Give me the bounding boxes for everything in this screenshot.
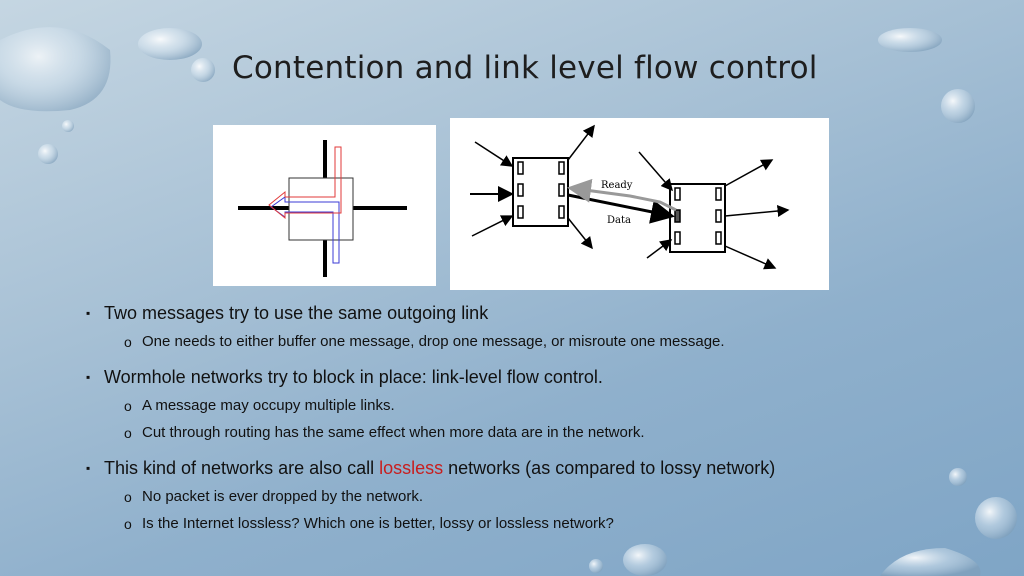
data-arrow: [567, 193, 675, 224]
sub-bullet-marker: o: [124, 334, 132, 350]
bullet-group-1: ▪ Two messages try to use the same outgo…: [86, 302, 1006, 352]
bullet-marker: ▪: [86, 370, 91, 384]
bullet-text: Two messages try to use the same outgoin…: [104, 303, 489, 323]
bullet-group-3: ▪ This kind of networks are also call lo…: [86, 457, 1006, 534]
flow-control-diagram: Ready Data: [450, 118, 829, 290]
bullet-text-before: This kind of networks are also call: [104, 458, 380, 478]
bullet-group-2: ▪ Wormhole networks try to block in plac…: [86, 366, 1006, 443]
sub-bullet-text: No packet is ever dropped by the network…: [142, 488, 423, 505]
ready-label: Ready: [601, 180, 633, 191]
sub-bullet-marker: o: [124, 398, 132, 414]
sub-bullet-marker: o: [124, 425, 132, 441]
blue-message-path: [270, 196, 340, 264]
sub-bullet-marker: o: [124, 516, 132, 532]
contention-diagram: [213, 125, 436, 286]
sub-bullet-marker: o: [124, 489, 132, 505]
sub-bullet-text: One needs to either buffer one message, …: [142, 333, 725, 350]
slide-title: Contention and link level flow control: [232, 50, 818, 86]
red-message-path: [268, 146, 342, 220]
bullet-list: ▪ Two messages try to use the same outgo…: [86, 302, 1006, 548]
bullet-marker: ▪: [86, 461, 91, 475]
ready-arrow: [567, 178, 677, 212]
router-box: [288, 177, 354, 241]
sub-bullet-text: Cut through routing has the same effect …: [142, 424, 645, 441]
bullet-marker: ▪: [86, 306, 91, 320]
bullet-text-after: networks (as compared to lossy network): [443, 458, 776, 478]
bullet-text: Wormhole networks try to block in place:…: [104, 367, 603, 387]
data-label: Data: [607, 215, 631, 226]
lossless-highlight: lossless: [379, 458, 444, 478]
sub-bullet-text: Is the Internet lossless? Which one is b…: [142, 515, 614, 532]
sub-bullet-text: A message may occupy multiple links.: [142, 397, 395, 414]
